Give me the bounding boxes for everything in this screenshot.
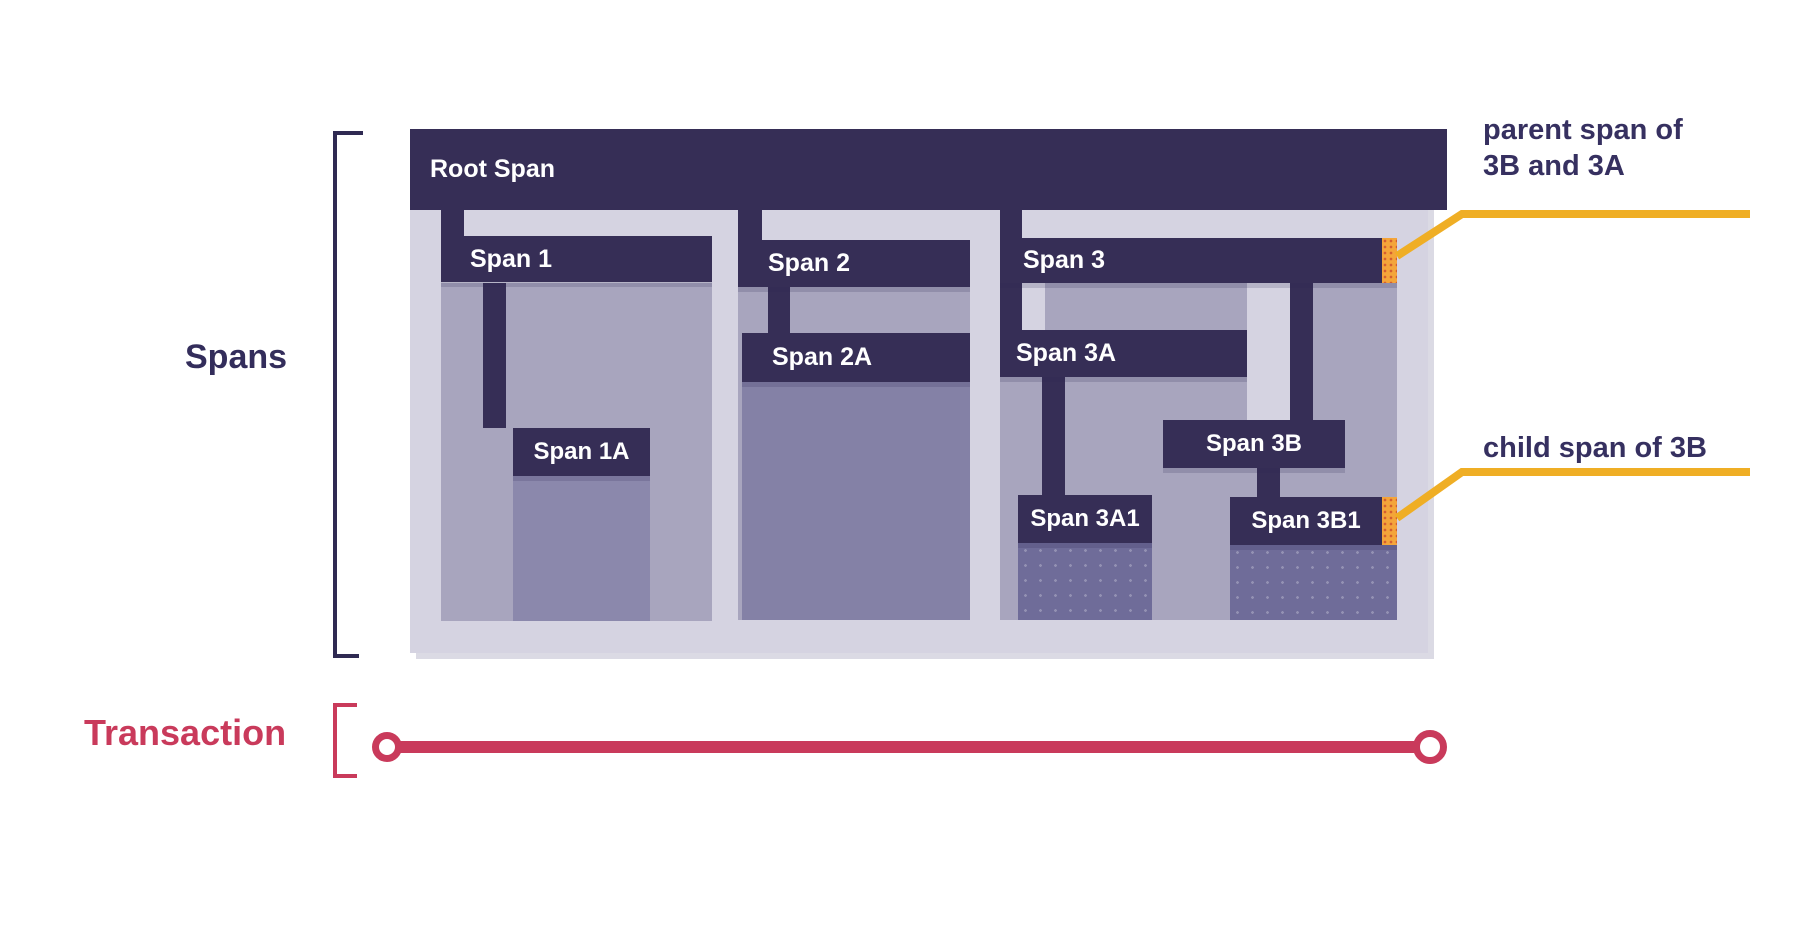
span2-label: Span 2: [768, 249, 850, 277]
spans-bracket-vertical: [333, 131, 337, 658]
span3b1-label: Span 3B1: [1251, 507, 1361, 534]
transaction-bracket-bottom-arm: [333, 774, 357, 778]
span1a-region: [513, 476, 650, 621]
transaction-end-point: [1413, 730, 1447, 764]
connector-span3-span3b: [1290, 283, 1313, 420]
span1-label: Span 1: [470, 244, 552, 273]
annotation-parent-line1: parent span of: [1483, 114, 1683, 146]
transaction-bracket-top-arm: [333, 703, 357, 707]
span3b-bar: Span 3B: [1163, 420, 1345, 468]
transaction-start-point: [372, 732, 402, 762]
span3a1-region: [1018, 543, 1152, 620]
annotation-parent-line2: 3B and 3A: [1483, 150, 1625, 182]
transaction-label: Transaction: [84, 712, 287, 753]
span3b-region: [1163, 468, 1397, 497]
span3b1-bar: Span 3B1: [1230, 497, 1397, 545]
span3-region-left: [1045, 283, 1247, 330]
span1a-label: Span 1A: [533, 438, 630, 465]
connector-root-span3: [1000, 210, 1022, 238]
connector-root-span1: [441, 210, 464, 238]
span2a-bar: Span 2A: [742, 333, 970, 382]
connector-span3-span3a: [1000, 283, 1022, 330]
spans-bracket-bottom-arm: [333, 654, 359, 658]
span3a-label: Span 3A: [1016, 339, 1117, 367]
connector-root-span2: [738, 210, 762, 240]
span2a-label: Span 2A: [772, 343, 873, 371]
parent-span-callout-line: [1394, 210, 1750, 260]
span1-bar: Span 1: [441, 236, 712, 282]
span2-bar: Span 2: [738, 240, 970, 287]
connector-span3a-span3a1: [1042, 375, 1065, 495]
trace-panel: Root Span Span 1 Span 1A Span 2 Span 2A …: [410, 129, 1447, 653]
span3a1-label: Span 3A1: [1030, 505, 1140, 532]
root-span-label: Root Span: [430, 155, 555, 183]
spans-label: Spans: [185, 338, 288, 376]
span2a-region: [742, 382, 970, 620]
annotation-child-span: child span of 3B: [1483, 432, 1707, 464]
span3-parent-highlight: [1382, 238, 1397, 283]
spans-bracket-top-arm: [333, 131, 363, 135]
connector-span1-span1a: [483, 283, 506, 428]
connector-span2-span2a: [768, 287, 790, 333]
transaction-bracket-vertical: [333, 703, 337, 778]
span3b1-region: [1230, 545, 1397, 620]
span3b-label: Span 3B: [1205, 430, 1303, 457]
span3a1-bar: Span 3A1: [1018, 495, 1152, 543]
span3-bar: Span 3: [1000, 238, 1397, 283]
root-span-bar: Root Span: [410, 129, 1447, 210]
annotation-parent-span: parent span of 3B and 3A: [1483, 112, 1683, 184]
span3b1-child-highlight: [1382, 497, 1397, 545]
child-span-callout-line: [1394, 468, 1750, 522]
span3a-bar: Span 3A: [1000, 330, 1247, 377]
transaction-timeline: [400, 741, 1414, 753]
connector-span3b-span3b1: [1257, 468, 1280, 497]
span1a-bar: Span 1A: [513, 428, 650, 476]
span3-label: Span 3: [1023, 246, 1105, 274]
